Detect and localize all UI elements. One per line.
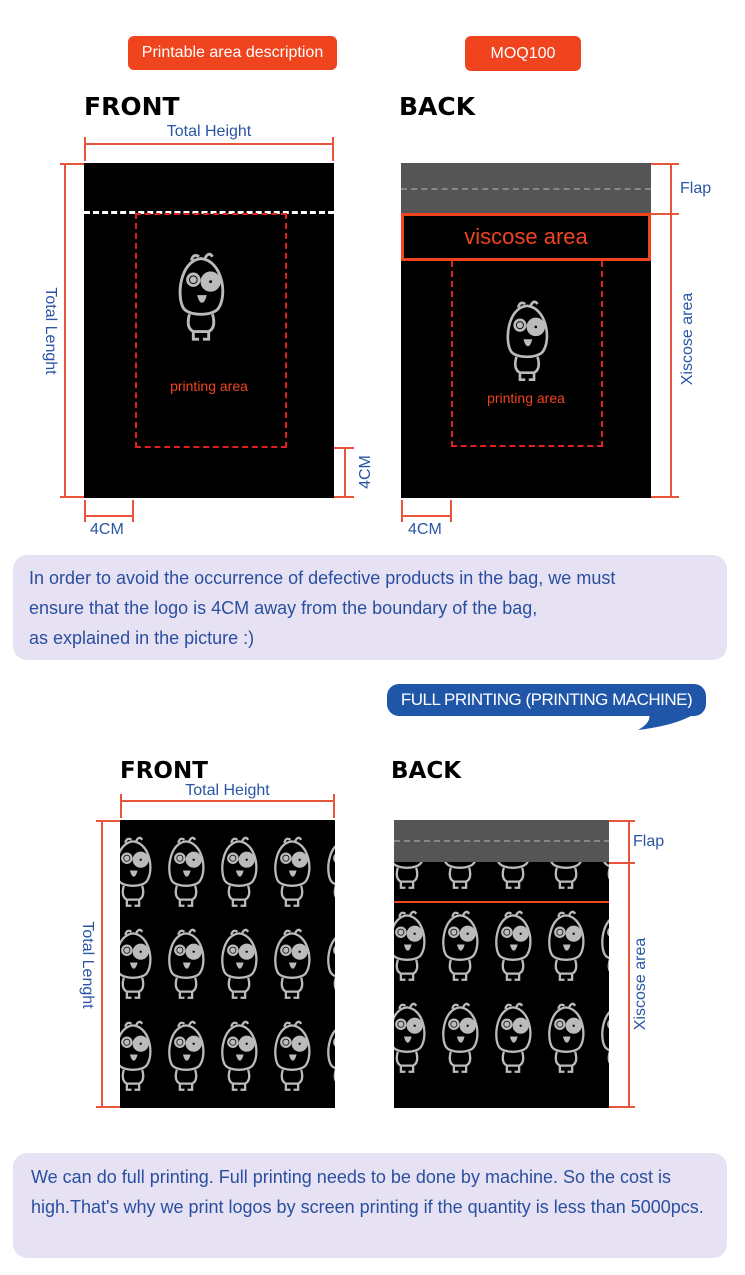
back-dimension-line <box>670 163 672 498</box>
total-height-label: Total Height <box>185 782 270 799</box>
length-dimension-line <box>64 163 66 498</box>
margin-label: 4CM <box>357 455 374 489</box>
dimension-tick <box>450 500 452 522</box>
dimension-tick <box>96 1106 120 1108</box>
length-dimension-line <box>101 820 103 1108</box>
front-title: FRONT <box>84 92 180 121</box>
dimension-tick <box>651 496 679 498</box>
bubble-tail-icon <box>638 708 702 730</box>
front-title: FRONT <box>120 758 208 784</box>
flap <box>401 163 651 213</box>
dimension-tick <box>96 820 120 822</box>
xiscose-area-label: Xiscose area <box>679 292 696 386</box>
seal-line <box>84 211 334 214</box>
xiscose-area-label: Xiscose area <box>632 937 649 1031</box>
dimension-tick <box>334 447 354 449</box>
info-panel-margin: In order to avoid the occurrence of defe… <box>13 555 727 660</box>
margin-label: 4CM <box>408 521 442 538</box>
total-height-label: Total Height <box>166 123 252 140</box>
total-length-label: Total Lenght <box>79 921 96 1009</box>
info-text: We can do full printing. Full printing n… <box>31 1167 704 1217</box>
mascot-logo <box>172 249 230 345</box>
front-bag-full-print <box>120 820 335 1108</box>
back-bag-full-print <box>394 820 609 1108</box>
dimension-tick <box>60 163 84 165</box>
info-line: ensure that the logo is 4CM away from th… <box>29 598 538 618</box>
printing-area-label: printing area <box>170 378 248 394</box>
mascot-logo <box>500 297 554 385</box>
dimension-tick <box>84 137 86 161</box>
flap-label: Flap <box>633 833 665 850</box>
dimension-tick <box>401 500 403 522</box>
margin-line <box>401 515 451 517</box>
mascot-pattern <box>120 820 335 1108</box>
printing-area-box <box>451 261 603 447</box>
front-bag: printing area <box>84 163 334 498</box>
dimension-tick <box>84 500 86 522</box>
info-line: as explained in the picture :) <box>29 628 255 648</box>
margin-line <box>84 515 134 517</box>
dimension-tick <box>120 794 122 818</box>
printable-area-badge: Printable area description <box>128 36 337 70</box>
dimension-tick <box>332 137 334 161</box>
margin-label: 4CM <box>90 521 124 538</box>
height-dimension-line <box>120 800 335 802</box>
height-dimension-line <box>84 143 334 145</box>
dimension-tick <box>333 794 335 818</box>
back-dimension-line <box>628 820 630 1108</box>
moq-badge: MOQ100 <box>465 36 581 71</box>
back-title: BACK <box>391 758 462 784</box>
back-title: BACK <box>399 92 476 121</box>
info-panel-full-printing: We can do full printing. Full printing n… <box>13 1153 727 1258</box>
printing-area-label: printing area <box>487 390 565 406</box>
dimension-tick <box>334 496 354 498</box>
dimension-tick <box>60 496 84 498</box>
dimension-tick <box>651 213 679 215</box>
total-length-label: Total Lenght <box>42 287 59 375</box>
viscose-area: viscose area <box>401 213 651 261</box>
dimension-tick <box>651 163 679 165</box>
info-line: In order to avoid the occurrence of defe… <box>29 568 616 588</box>
back-bag: viscose area printing area <box>401 163 651 498</box>
margin-line <box>344 447 346 498</box>
dimension-tick <box>609 1106 635 1108</box>
dimension-tick <box>609 862 635 864</box>
flap-label: Flap <box>680 180 712 197</box>
dimension-tick <box>132 500 134 522</box>
dimension-tick <box>609 820 635 822</box>
printing-area-box <box>135 213 287 448</box>
